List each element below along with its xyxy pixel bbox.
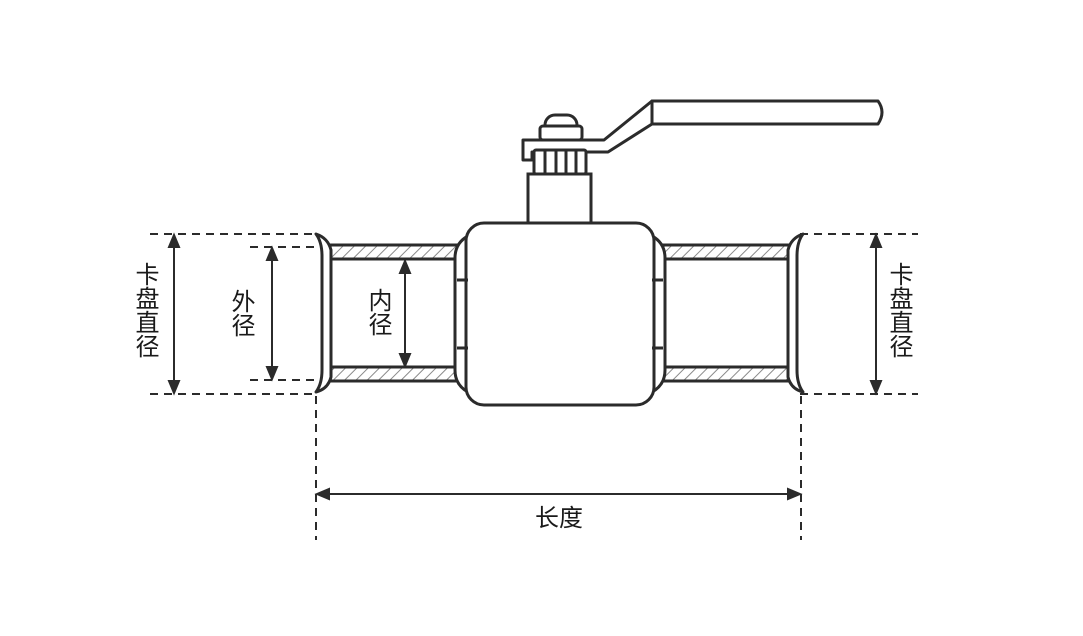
dimension-lines bbox=[150, 233, 918, 540]
valve-stem bbox=[526, 113, 593, 225]
valve-body bbox=[453, 221, 667, 407]
outer-diameter-label: 外径 bbox=[227, 289, 255, 337]
left-pipe bbox=[325, 243, 459, 383]
right-clamp-flange bbox=[786, 232, 805, 394]
right-pipe bbox=[661, 243, 793, 383]
length-label: 长度 bbox=[535, 504, 583, 532]
inner-diameter-label: 内径 bbox=[364, 288, 392, 336]
left-clamp-diameter-label: 卡盘直径 bbox=[131, 262, 159, 358]
dimension-arrows bbox=[167, 232, 883, 501]
left-clamp-flange bbox=[314, 232, 333, 394]
right-clamp-diameter-label: 卡盘直径 bbox=[885, 262, 913, 358]
